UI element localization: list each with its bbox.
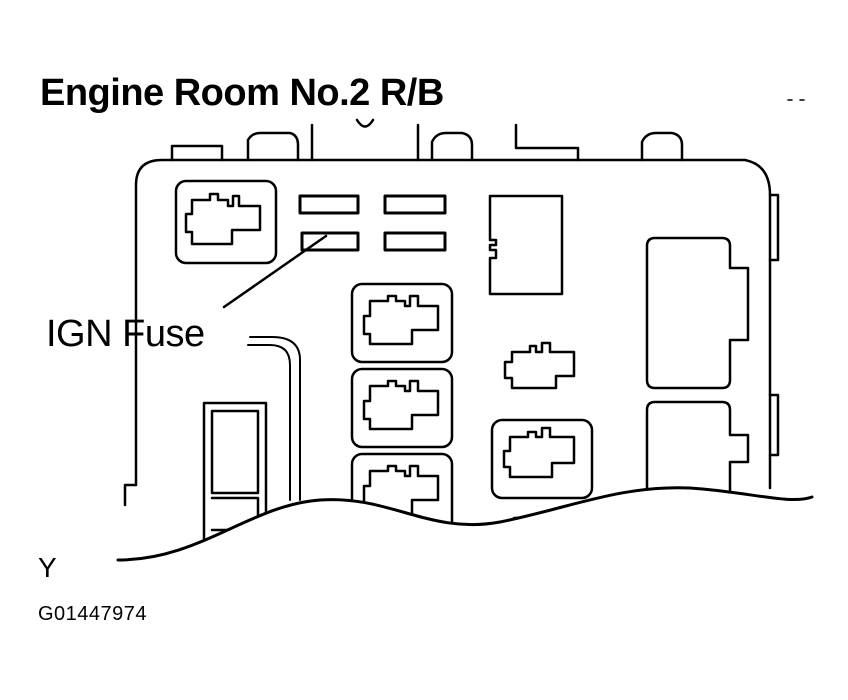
section-code: Y — [38, 552, 57, 583]
relay-center-small — [503, 341, 576, 390]
right-tab-lower — [768, 393, 780, 457]
relay-lower-center — [490, 418, 594, 500]
right-tab-upper — [768, 193, 780, 262]
ign-fuse-leader-line — [222, 234, 328, 309]
relay-middle-1 — [350, 282, 454, 364]
vertical-relay — [488, 194, 564, 296]
fuse-row — [298, 194, 447, 252]
diagram-title: Engine Room No.2 R/B — [40, 72, 444, 114]
top-tabs — [170, 118, 684, 162]
relay-block-housing — [123, 158, 772, 507]
connector-right-lower — [645, 400, 750, 507]
connector-right-upper — [645, 236, 750, 390]
relay-middle-2 — [350, 367, 454, 449]
ign-fuse-label: IGN Fuse — [46, 313, 205, 355]
figure-id: G01447974 — [38, 603, 148, 625]
cutaway-wave — [116, 486, 814, 562]
relay-top-left — [174, 179, 278, 265]
cutaway-edge — [0, 487, 848, 700]
wire-groove — [247, 336, 301, 501]
